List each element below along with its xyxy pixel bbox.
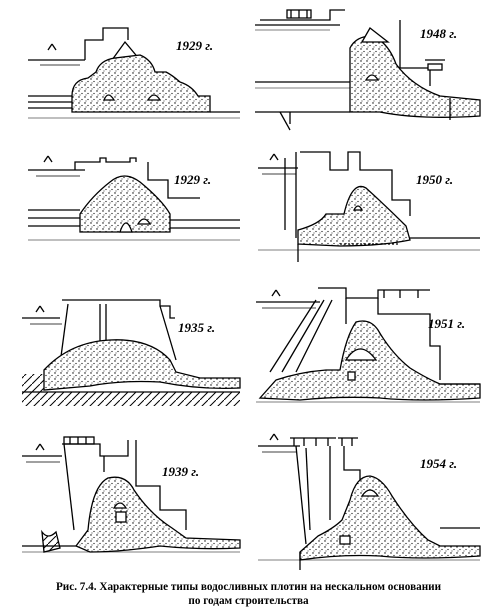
caption-line-2: по годам строительства (188, 595, 309, 607)
year-label: 1954 г. (420, 456, 458, 471)
year-label: 1950 г. (416, 172, 454, 187)
dam-section-1951 (256, 287, 481, 403)
year-label: 1939 г. (162, 464, 200, 479)
dam-types-figure (22, 9, 481, 570)
dam-section-1954 (258, 433, 481, 570)
year-label: 1929 г. (174, 172, 212, 187)
dam-section-1939 (22, 436, 241, 553)
dam-section-1950 (258, 151, 480, 262)
year-label: 1951 г. (428, 316, 466, 331)
year-label: 1948 г. (420, 26, 458, 41)
dam-section-1929-a (28, 27, 240, 119)
dam-section-1948 (255, 9, 481, 131)
year-label: 1935 г. (178, 320, 216, 335)
dam-section-1935 (22, 299, 241, 406)
figure-caption: Рис. 7.4. Характерные типы водосливных п… (0, 580, 497, 608)
caption-line-1: Рис. 7.4. Характерные типы водосливных п… (55, 581, 442, 593)
year-label: 1929 г. (176, 38, 214, 53)
dam-section-1929-b (28, 155, 240, 241)
